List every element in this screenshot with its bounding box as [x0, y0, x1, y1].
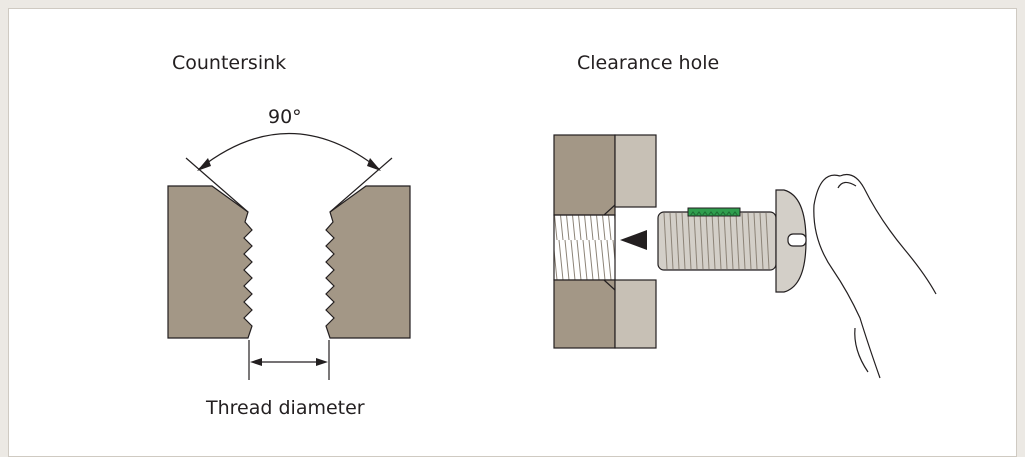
angle-label: 90° — [268, 106, 302, 128]
countersink-edge-right — [329, 157, 393, 213]
locker-tooth — [695, 211, 703, 217]
thread-ridge — [669, 212, 674, 270]
thread-ridge — [675, 212, 680, 270]
thread-diameter-label: Thread diameter — [206, 397, 365, 419]
finger-nail — [839, 173, 937, 295]
angle-arrow-left — [197, 158, 211, 171]
thread-ridge — [681, 212, 686, 270]
screw-threads — [663, 212, 770, 270]
thread-ridge — [747, 212, 752, 270]
locker-tooth — [731, 211, 739, 217]
tapped-part-thread — [553, 214, 616, 281]
clearance-hole-diagram — [553, 134, 937, 379]
angle-arrow-right — [367, 158, 381, 171]
clearance-hole-label: Clearance hole — [577, 52, 720, 74]
thread-ridge — [693, 212, 698, 270]
arrowhead-icon — [620, 230, 647, 250]
locker-tooth — [713, 211, 721, 217]
screw-slot — [787, 233, 807, 247]
countersink-diagram — [167, 133, 411, 380]
finger-icon — [813, 174, 881, 379]
locker-tooth — [701, 211, 709, 217]
thread-ridge — [687, 212, 692, 270]
finger-nail-inner — [837, 181, 857, 189]
tapped-part-top — [553, 134, 616, 216]
locker-tooth — [689, 211, 697, 217]
thread-ridge — [723, 212, 728, 270]
tapped-part-bottom — [553, 279, 616, 349]
locker-tooth — [719, 211, 727, 217]
thread-ridge — [699, 212, 704, 270]
thread-ridge — [705, 212, 710, 270]
countersink-block-left — [167, 185, 253, 339]
tapped-chamfer-top — [603, 204, 616, 216]
clearance-part-bottom — [614, 279, 657, 349]
thread-ridge — [759, 212, 764, 270]
thread-ridge — [663, 212, 668, 270]
thread-ridge — [765, 212, 770, 270]
clearance-part-top — [614, 134, 657, 208]
thread-ridge — [729, 212, 734, 270]
locker-tooth — [725, 211, 733, 217]
countersink-edge-left — [185, 157, 249, 213]
countersink-block-right — [325, 185, 411, 339]
thread-ridge — [717, 212, 722, 270]
thread-locker — [687, 207, 741, 217]
thread-ridge — [741, 212, 746, 270]
angle-arc-icon — [198, 133, 380, 170]
thread-ridge — [711, 212, 716, 270]
locker-tooth — [707, 211, 715, 217]
dimension-arrowhead-left — [250, 358, 262, 366]
thread-ridge — [735, 212, 740, 270]
screw-shank — [657, 211, 777, 271]
countersink-label: Countersink — [172, 52, 287, 74]
thread-locker-teeth — [689, 211, 739, 217]
tapped-chamfer-bottom — [603, 279, 616, 291]
finger-knuckle — [854, 327, 869, 373]
dimension-arrowhead-right — [316, 358, 328, 366]
thread-ridge — [753, 212, 758, 270]
